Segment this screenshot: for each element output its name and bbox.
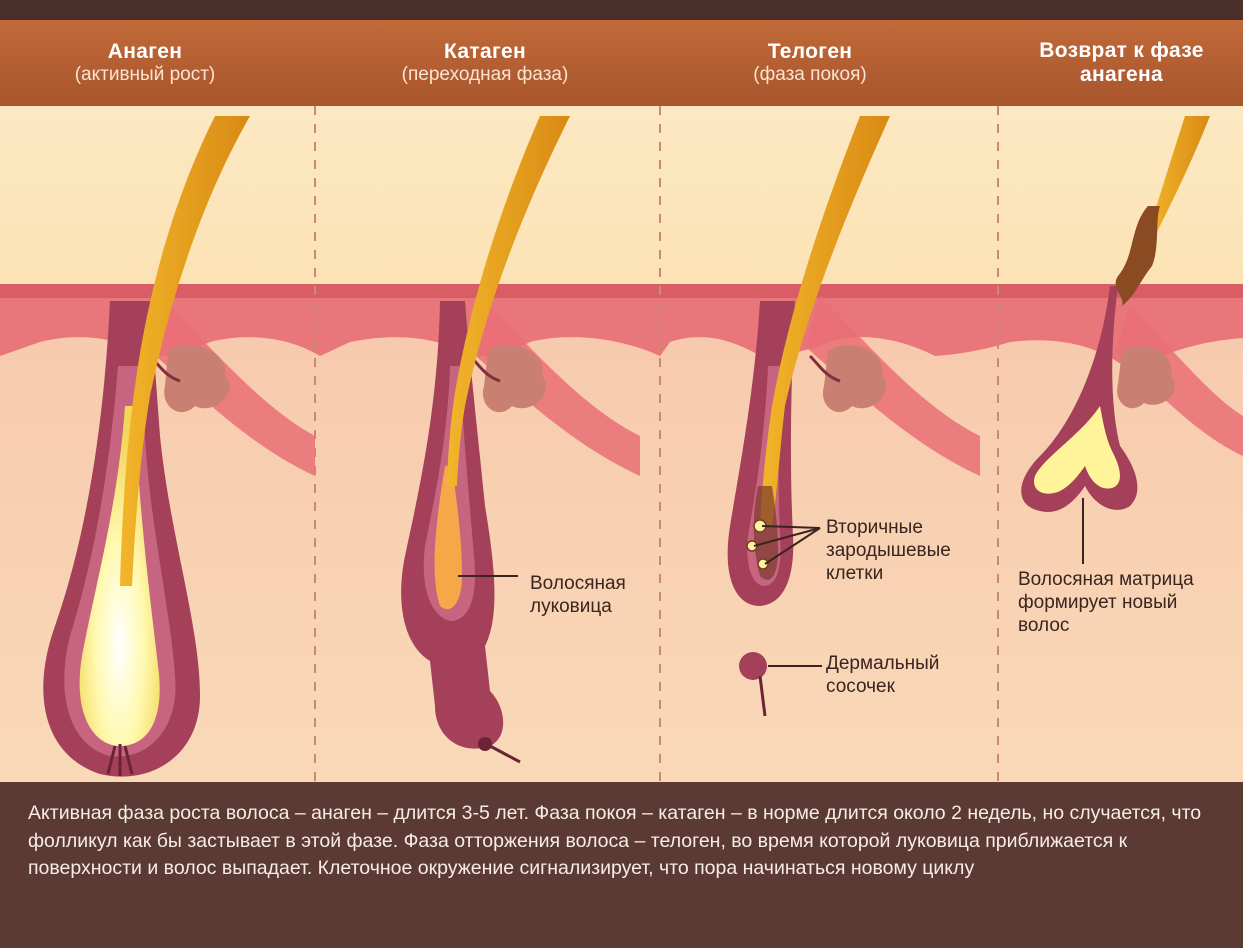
phase-header-return-anagen: Возврат к фазе анагена (1000, 20, 1243, 106)
label-secondary-germ-cells: Вторичные зародышевые клетки (826, 516, 951, 586)
phase-header-bar: Анаген (активный рост) Катаген (переходн… (0, 20, 1243, 106)
label-dermal-papilla: Дермальный сосочек (826, 652, 939, 698)
phase-title: Телоген (768, 40, 853, 64)
description-caption: Активная фаза роста волоса – анаген – дл… (28, 800, 1218, 883)
phase-title: Возврат к фазе анагена (1000, 39, 1243, 87)
top-strip (0, 0, 1243, 20)
label-hair-matrix: Волосяная матрица формирует новый волос (1018, 568, 1194, 638)
follicle-illustration (0, 106, 1243, 782)
phase-header-anagen: Анаген (активный рост) (0, 20, 290, 106)
dermal-papilla (739, 652, 767, 680)
phase-title: Катаген (444, 40, 526, 64)
phase-subtitle: (фаза покоя) (753, 64, 866, 86)
phase-header-catagen: Катаген (переходная фаза) (340, 20, 630, 106)
phase-header-telogen: Телоген (фаза покоя) (665, 20, 955, 106)
phase-title: Анаген (108, 40, 182, 64)
phase-subtitle: (активный рост) (75, 64, 216, 86)
phase-subtitle: (переходная фаза) (402, 64, 569, 86)
label-hair-bulb: Волосяная луковица (530, 572, 626, 618)
